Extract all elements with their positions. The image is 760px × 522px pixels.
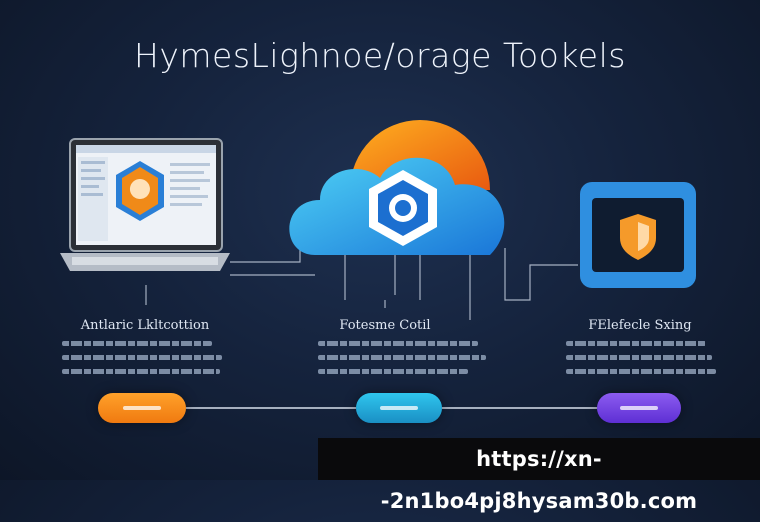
description-right: [566, 341, 716, 383]
node-label-right: FElefecle Sxing: [588, 318, 692, 333]
url-watermark: https://xn--2n1bo4pj8hysam30b.com: [318, 438, 760, 513]
description-middle: [318, 341, 488, 383]
orange-step-button[interactable]: [98, 393, 186, 423]
laptop-illustration: [60, 135, 230, 285]
page-title: HymesLighnoe/orage Tookels: [134, 36, 626, 75]
node-label-left: Antlaric Lkltcottion: [80, 318, 210, 333]
cloud-shield-icon: [289, 120, 505, 255]
purple-step-button[interactable]: [597, 393, 681, 423]
cloud-illustration: [275, 100, 535, 275]
pill-mark: [620, 406, 658, 410]
node-label-middle: Fotesme Cotil: [339, 318, 431, 333]
cyan-step-button[interactable]: [356, 393, 442, 423]
tablet-illustration: [578, 180, 698, 290]
tablet-shield-icon: [580, 182, 696, 288]
description-left: [62, 341, 222, 383]
connector-lines: [145, 240, 597, 409]
pill-mark: [123, 406, 161, 410]
laptop-icon: [60, 138, 230, 271]
pill-mark: [380, 406, 418, 410]
